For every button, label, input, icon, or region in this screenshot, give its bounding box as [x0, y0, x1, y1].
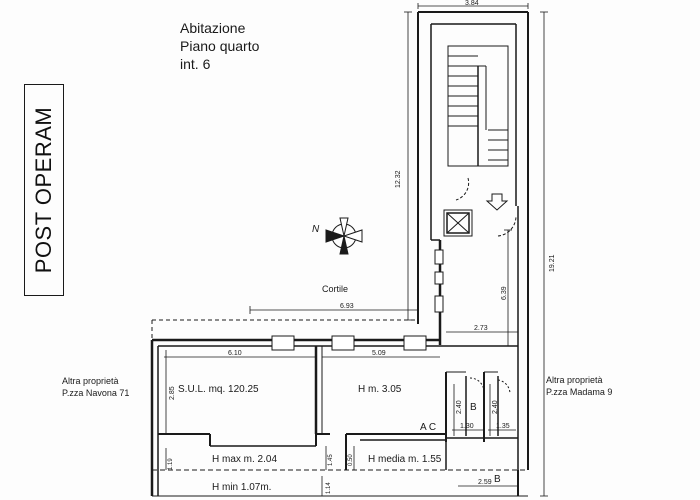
dim-19-21: 19.21 — [549, 254, 556, 272]
h-main-label: H m. 3.05 — [358, 384, 402, 395]
post-operam-stamp: POST OPERAM — [24, 84, 64, 296]
neighbor-left-label-1: Altra proprietà — [62, 376, 119, 386]
ac-label: A C — [420, 422, 436, 433]
staircase — [447, 45, 509, 167]
north-arrow-icon — [325, 217, 363, 255]
neighbor-right-label-2: P.zza Madama 9 — [546, 387, 612, 397]
dim-2-40-right: 2.40 — [492, 400, 499, 414]
h-min-label: H min 1.07m. — [212, 482, 271, 493]
dim-1-30: 1.30 — [460, 423, 474, 430]
dim-6-93: 6.93 — [340, 303, 354, 310]
dim-1-14: 1.14 — [326, 482, 332, 494]
h-max-label: H max m. 2.04 — [212, 454, 277, 465]
entrance-arrow-icon — [485, 193, 509, 211]
neighbor-left-label-2: P.zza Navona 71 — [62, 388, 129, 398]
dim-6-10: 6.10 — [228, 350, 242, 357]
neighbor-right-label-1: Altra proprietà — [546, 375, 603, 385]
dim-2-40-left: 2.40 — [456, 400, 463, 414]
title-line-3: int. 6 — [180, 56, 211, 72]
dim-2-59: 2.59 — [478, 479, 492, 486]
sul-label: S.U.L. mq. 120.25 — [178, 384, 259, 395]
title-line-2: Piano quarto — [180, 38, 260, 54]
courtyard-outline — [151, 319, 418, 340]
dim-1-35: 1.35 — [496, 423, 510, 430]
title-block: Abitazione Piano quarto int. 6 — [180, 19, 259, 73]
north-label: N — [312, 224, 320, 235]
dim-6-39: 6.39 — [501, 286, 508, 300]
title-line-1: Abitazione — [180, 20, 246, 36]
dim-3-84: 3.84 — [465, 0, 479, 7]
dim-1-19: 1.19 — [168, 458, 174, 470]
stair-tower — [417, 11, 529, 470]
dimension-lines — [164, 3, 548, 497]
bathroom-b-upper-label: B — [470, 402, 477, 413]
dim-1-45: 1.45 — [328, 454, 334, 466]
dim-2-73: 2.73 — [474, 325, 488, 332]
elevator — [443, 209, 473, 237]
dim-12-32: 12.32 — [395, 170, 402, 188]
dim-0-50: 0.50 — [348, 454, 354, 466]
bathroom-b-lower-label: B — [494, 474, 501, 485]
apartment-walls — [150, 206, 528, 497]
h-media-label: H media m. 1.55 — [368, 454, 442, 465]
cortile-label: Cortile — [322, 284, 348, 294]
dim-2-85: 2.85 — [169, 386, 176, 400]
dim-5-09: 5.09 — [372, 350, 386, 357]
